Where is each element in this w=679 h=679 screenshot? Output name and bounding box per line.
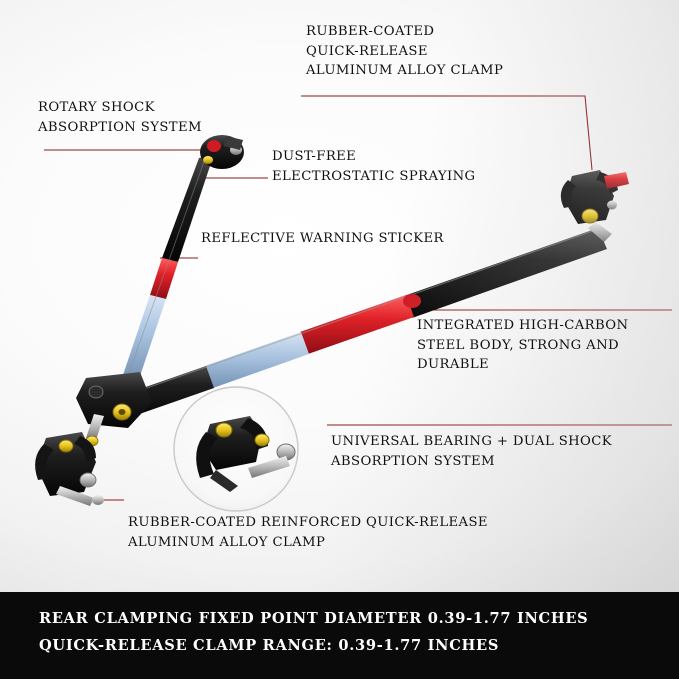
callout-rotary-shock-absorption-system: ROTARY SHOCK ABSORPTION SYSTEM	[38, 100, 202, 135]
callout-rubber-coated-reinforced-clamp: RUBBER-COATED REINFORCED QUICK-RELEASE A…	[128, 515, 488, 550]
lower-left-quick-release-clamp	[35, 432, 104, 506]
callout-universal-bearing-dual-shock: UNIVERSAL BEARING + DUAL SHOCK ABSORPTIO…	[331, 434, 612, 469]
diagram-canvas: RUBBER-COATED QUICK-RELEASE ALUMINUM ALL…	[0, 0, 679, 592]
callout-dust-free-electrostatic-spraying: DUST-FREE ELECTROSTATIC SPRAYING	[272, 149, 476, 184]
center-pivot-joint	[76, 372, 152, 447]
rotary-shock-head	[200, 135, 244, 169]
clamp-detail-inset	[173, 386, 299, 512]
caption-line-rear-clamping-diameter: REAR CLAMPING FIXED POINT DIAMETER 0.39-…	[39, 610, 589, 627]
callout-integrated-high-carbon-steel-body: INTEGRATED HIGH-CARBON STEEL BODY, STRON…	[417, 318, 629, 372]
product-illustration	[35, 95, 672, 512]
callout-reflective-warning-sticker: REFLECTIVE WARNING STICKER	[201, 231, 444, 246]
right-quick-release-clamp	[560, 170, 629, 242]
main-bar	[120, 228, 607, 418]
callout-rubber-coated-quick-release-clamp: RUBBER-COATED QUICK-RELEASE ALUMINUM ALL…	[306, 24, 504, 78]
caption-bar: REAR CLAMPING FIXED POINT DIAMETER 0.39-…	[0, 592, 679, 679]
upper-left-arm	[114, 154, 214, 402]
caption-line-quick-release-range: QUICK-RELEASE CLAMP RANGE: 0.39-1.77 INC…	[39, 637, 500, 654]
